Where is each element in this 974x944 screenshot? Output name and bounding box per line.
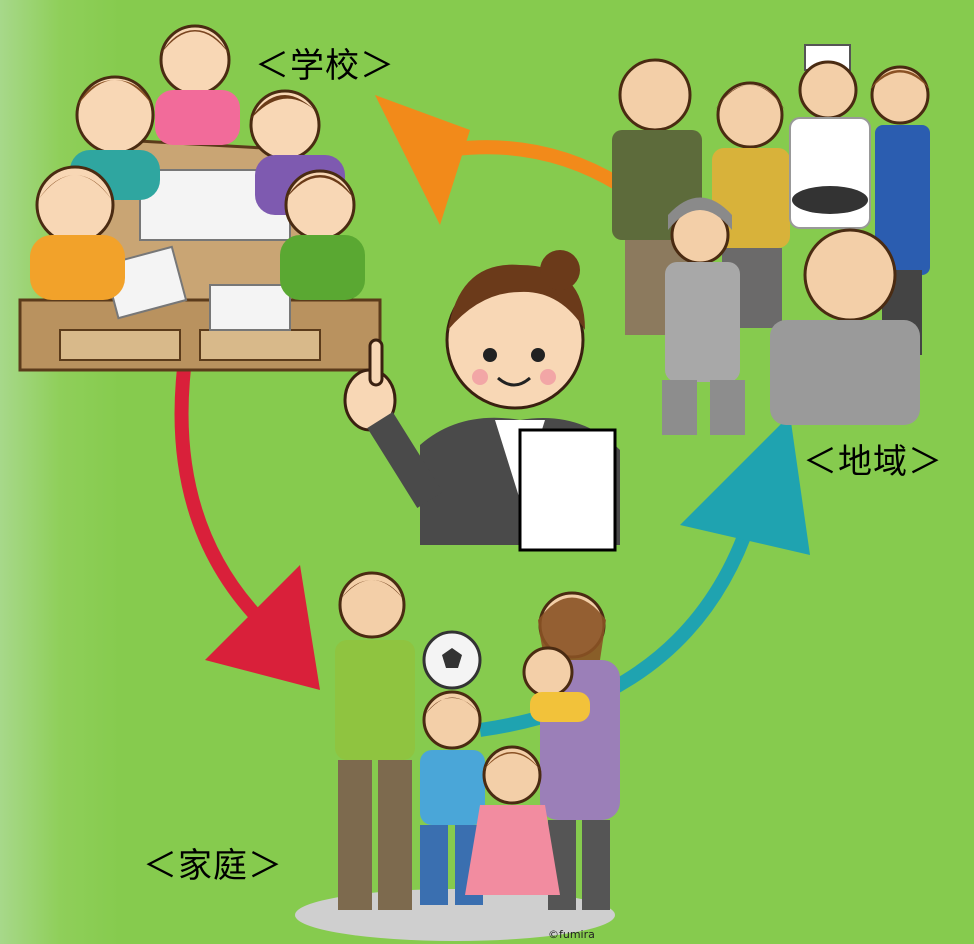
teacher-with-paper-icon	[343, 250, 620, 552]
community-label: ＜地域＞	[803, 442, 943, 482]
family-label: ＜家庭＞	[143, 846, 283, 886]
arrowhead-red	[205, 565, 320, 690]
arrowhead-teal	[680, 415, 810, 555]
arrow-school-to-family	[174, 359, 266, 625]
students-at-desks-icon	[18, 24, 382, 372]
cycle-arrows	[174, 95, 810, 737]
family-group-icon	[295, 571, 620, 941]
arrow-family-to-community	[479, 517, 757, 737]
arrowhead-orange	[375, 95, 470, 225]
community-people-icon	[612, 44, 930, 435]
school-label: ＜学校＞	[255, 46, 395, 86]
illustrator-watermark: ©fumira	[548, 928, 595, 941]
